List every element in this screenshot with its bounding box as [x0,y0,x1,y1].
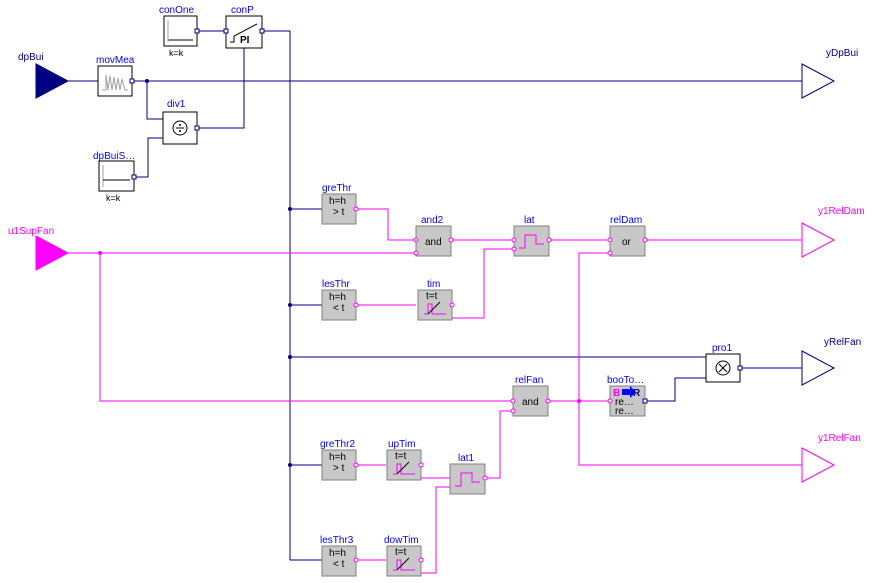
block-conP-name: conP [231,5,254,16]
block-pro1[interactable]: pro1 [705,343,741,383]
block-upTim[interactable]: upTim t=t [386,439,422,481]
block-lesThr-line2: < t [333,303,345,314]
boolean-output-triangle-icon [801,447,836,483]
block-dpBuiSet-name: dpBuiS… [93,151,135,162]
block-dpBuiSet-param: k=k [106,193,121,203]
block-booToRea-line4: re… [615,406,634,417]
block-lat-name: lat [524,215,535,226]
output-yDpBui[interactable]: yDpBui [801,48,858,99]
block-booToRea-name: booTo… [607,375,644,386]
output-yDpBui-label: yDpBui [826,48,858,59]
block-tim-name: tim [427,279,440,290]
block-lat[interactable]: lat [513,215,550,257]
block-booToRea-line2: R [633,388,641,399]
block-greThr2-name: greThr2 [320,439,355,450]
block-relFan-text: and [522,397,539,408]
block-dowTim-text: t=t [395,547,407,558]
boolean-signal-wires [68,208,802,574]
block-pro1-name: pro1 [712,343,732,354]
block-relDam-name: relDam [610,215,642,226]
block-tim[interactable]: tim t=t [417,279,453,321]
boolean-input-triangle-icon [35,235,70,271]
real-input-triangle-icon [35,63,70,99]
output-y1RelFan-label: y1RelFan [818,433,861,444]
block-relDam[interactable]: relDam or [609,215,646,257]
block-greThr-line2: > t [333,207,345,218]
block-lesThr-line1: h=h [329,292,346,303]
input-dpBui[interactable]: dpBui [18,52,70,99]
block-dpBuiSet[interactable]: dpBuiS… k=k [93,151,135,203]
boolean-output-triangle-icon [801,222,836,258]
real-wire-junctions [145,79,292,467]
timer-icon [393,559,415,571]
block-lesThr3-line2: < t [333,559,345,570]
block-relFan[interactable]: relFan and [512,375,549,417]
input-dpBui-label: dpBui [18,52,44,63]
block-dowTim[interactable]: dowTim t=t [384,535,422,577]
block-conOne[interactable]: conOne k=k [159,5,198,58]
block-div1-name: div1 [167,99,186,110]
block-conOne-name: conOne [159,5,194,16]
output-yRelFan[interactable]: yRelFan [801,337,861,386]
block-greThr-line1: h=h [329,196,346,207]
block-movMea-name: movMea [96,55,135,66]
block-lat1-name: lat1 [458,453,475,464]
moving-mean-icon [102,74,128,91]
block-div1[interactable]: div1 [162,99,198,145]
block-lesThr3-line1: h=h [329,548,346,559]
timer-icon [424,303,446,315]
block-relDam-text: or [622,237,632,248]
input-u1SupFan-label: u1SupFan [8,226,54,237]
block-upTim-text: t=t [395,451,407,462]
latch-icon [519,234,544,249]
output-y1RelFan[interactable]: y1RelFan [801,433,861,483]
input-u1SupFan[interactable]: u1SupFan [8,226,70,271]
block-and2-name: and2 [421,215,444,226]
block-greThr[interactable]: greThr h=h > t [321,183,357,225]
block-upTim-name: upTim [388,439,415,450]
block-greThr2-line2: > t [333,463,345,474]
block-movMea[interactable]: movMea [96,55,135,97]
port-markers [129,28,743,563]
real-output-triangle-icon [801,63,836,99]
block-conP-text: PI [240,35,250,46]
block-lesThr3-name: lesThr3 [320,535,354,546]
real-output-triangle-icon [801,350,836,386]
block-conOne-param: k=k [169,48,184,58]
block-and2-text: and [425,237,442,248]
block-booToRea[interactable]: booTo… B R re… re… [607,375,646,417]
block-booToRea-line1: B [613,388,620,399]
block-dowTim-name: dowTim [384,535,419,546]
block-lesThr[interactable]: lesThr h=h < t [321,279,357,321]
block-greThr-name: greThr [322,183,352,194]
block-tim-text: t=t [426,291,438,302]
block-greThr2-line1: h=h [329,452,346,463]
timer-icon [393,463,415,475]
latch-icon [455,472,480,487]
arrow-right-icon [622,386,636,398]
output-y1RelDam-label: y1RelDam [818,206,865,217]
block-conP[interactable]: conP PI [225,5,263,49]
block-lesThr-name: lesThr [322,279,350,290]
block-lat1[interactable]: lat1 [449,453,486,495]
block-and2[interactable]: and2 and [415,215,452,257]
boolean-wire-junctions [98,251,581,403]
block-greThr2[interactable]: greThr2 h=h > t [320,439,357,481]
real-signal-wires [68,30,802,561]
output-yRelFan-label: yRelFan [824,337,861,348]
block-lesThr3[interactable]: lesThr3 h=h < t [320,535,357,577]
block-booToRea-line3: re… [615,397,634,408]
pi-controller-icon [230,23,258,43]
block-relFan-name: relFan [515,375,543,386]
output-y1RelDam[interactable]: y1RelDam [801,206,865,258]
